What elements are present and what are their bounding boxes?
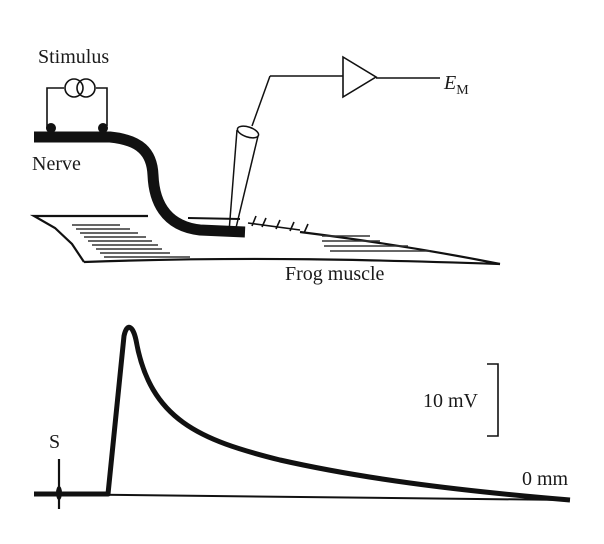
- stimulator: [46, 78, 108, 129]
- microelectrode: [228, 75, 343, 233]
- scale-bar: [487, 363, 499, 437]
- stimulator-coil-right-icon: [76, 78, 96, 98]
- membrane-potential-label: EM: [443, 72, 469, 98]
- frog-muscle-label: Frog muscle: [285, 263, 385, 285]
- nerve-fiber: [34, 131, 246, 238]
- stimulus-lead-left: [46, 87, 64, 129]
- stimulus-marker-label: S: [49, 431, 60, 453]
- baseline: [33, 493, 571, 501]
- nerve-label: Nerve: [32, 153, 81, 175]
- distance-label: 0 mm: [522, 468, 569, 490]
- frog-muscle: [29, 214, 501, 266]
- stimulus-electrode-right: [98, 123, 108, 133]
- stimulator-coil-left-icon: [64, 78, 84, 98]
- stimulus-electrode-left: [46, 123, 56, 133]
- stimulus-lead-right: [96, 87, 108, 126]
- endplate-potential-trace: [34, 324, 571, 503]
- amplifier-icon: [342, 55, 378, 99]
- stimulus-label: Stimulus: [38, 46, 109, 68]
- scale-bar-label: 10 mV: [423, 390, 479, 412]
